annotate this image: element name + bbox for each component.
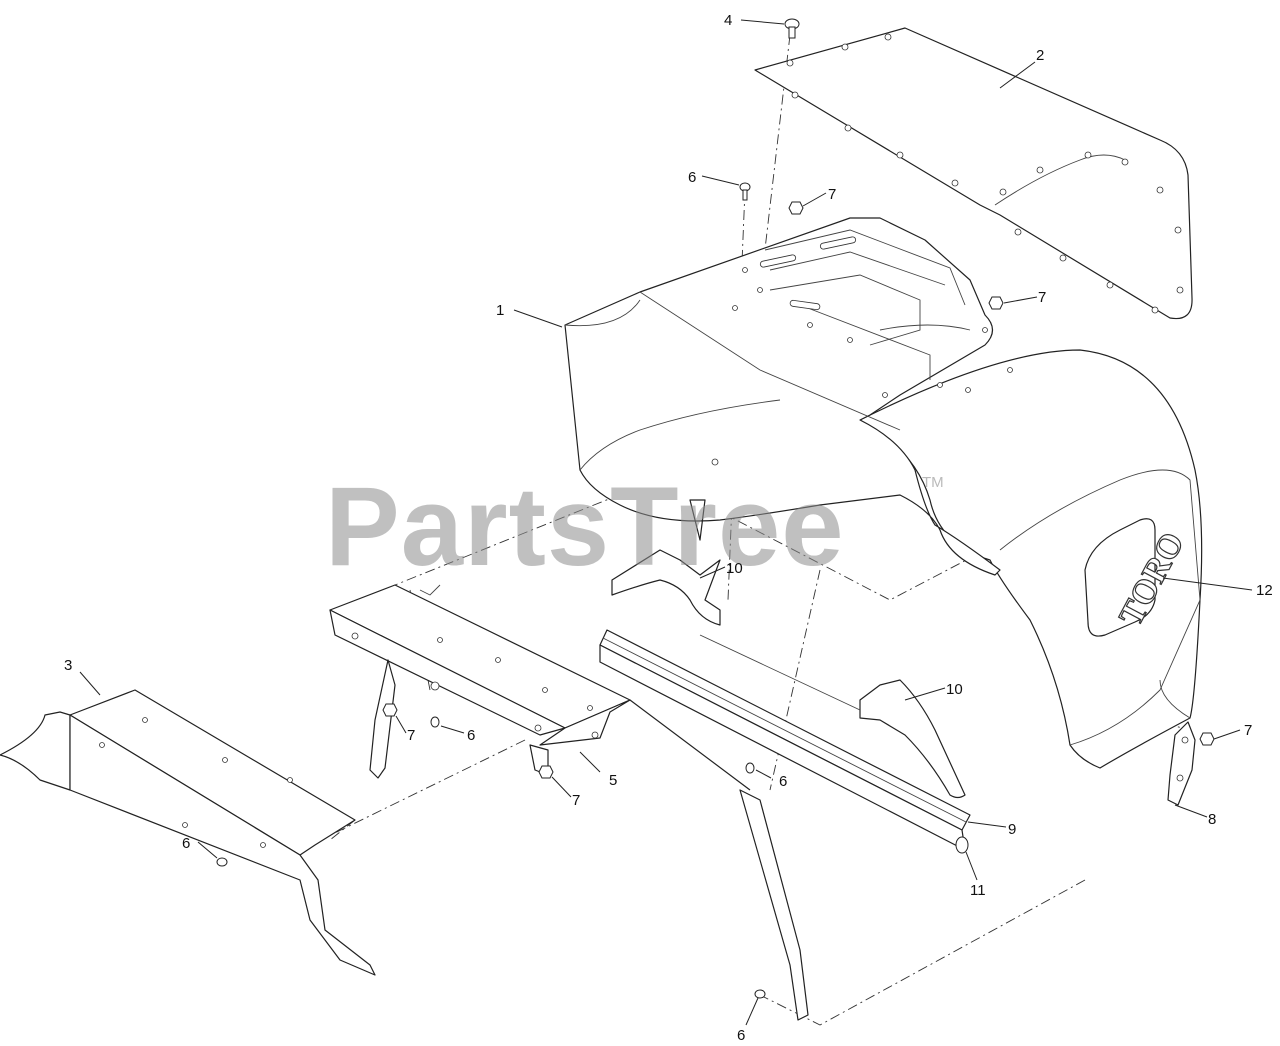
- callout-6-bracket: 6: [467, 727, 475, 744]
- part-5-bracket: [329, 584, 631, 779]
- watermark-text: PartsTree: [325, 464, 845, 589]
- callout-1: 1: [496, 302, 504, 319]
- part-1-body-shroud: [564, 217, 1013, 576]
- callout-7-lower: 7: [572, 792, 580, 809]
- part-12-hood: TORO: [859, 349, 1203, 769]
- part-11-rod: [599, 644, 969, 854]
- callout-6-plate: 6: [182, 835, 190, 852]
- callout-5: 5: [609, 772, 617, 789]
- callout-9: 9: [1008, 821, 1016, 838]
- callout-2: 2: [1036, 47, 1044, 64]
- part-10-upper-bracket: [611, 549, 721, 626]
- callout-7-right: 7: [1038, 289, 1046, 306]
- trademark-text: TM: [922, 474, 944, 491]
- lower-rail: [629, 699, 809, 1021]
- callout-6-top: 6: [688, 169, 696, 186]
- callout-12: 12: [1256, 582, 1273, 599]
- callout-3: 3: [64, 657, 72, 674]
- part-3-front-plate: [0, 689, 376, 976]
- callout-6-bottom: 6: [737, 1027, 745, 1044]
- hardware-items: [216, 18, 1215, 999]
- callout-7-latch: 7: [1244, 722, 1252, 739]
- callouts: 1 2 3 4 5 6 6 6 6 6 7 7 7 7 7 8 9 10 10 …: [64, 12, 1273, 1044]
- leader-lines: [79, 19, 1253, 1026]
- part-2-top-panel: [754, 27, 1193, 320]
- callout-11: 11: [970, 882, 986, 899]
- part-8-latch: [1167, 721, 1196, 806]
- callout-4: 4: [724, 12, 732, 29]
- callout-7-bracket: 7: [407, 727, 415, 744]
- callout-6-rail: 6: [779, 773, 787, 790]
- watermark: PartsTree TM: [325, 464, 944, 589]
- callout-8: 8: [1208, 811, 1216, 828]
- callout-10-lower: 10: [946, 681, 963, 698]
- callout-7-top: 7: [828, 186, 836, 203]
- callout-10-upper: 10: [726, 560, 743, 577]
